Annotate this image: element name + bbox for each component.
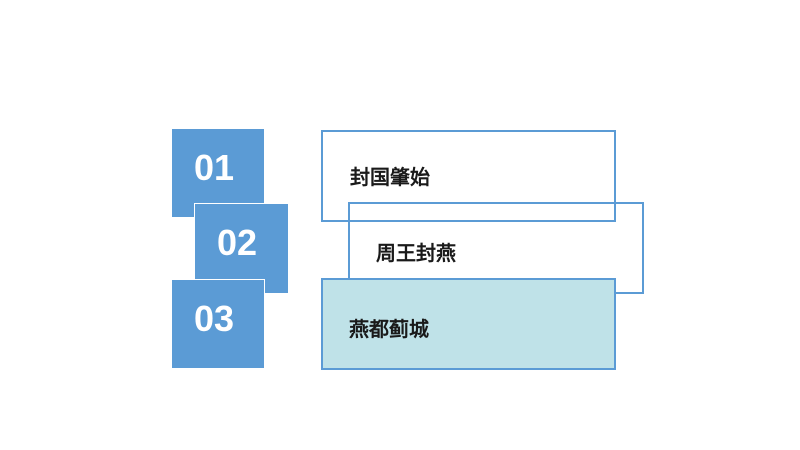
number-block-03: 03 <box>171 279 265 369</box>
item-label: 燕都蓟城 <box>349 317 429 341</box>
number-label: 03 <box>194 298 235 339</box>
text-box-03: 燕都蓟城 <box>321 278 616 370</box>
item-label: 周王封燕 <box>376 241 456 265</box>
number-label: 01 <box>194 147 235 188</box>
item-label: 封国肇始 <box>350 165 430 189</box>
number-label: 02 <box>217 222 258 263</box>
text-box-01: 封国肇始 <box>321 130 616 222</box>
